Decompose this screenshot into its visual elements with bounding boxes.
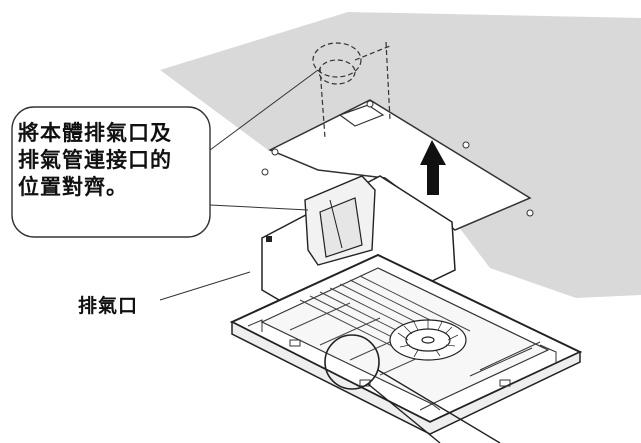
callout-line-3: 位置對齊。: [18, 175, 128, 199]
exhaust-port-opening: [319, 197, 363, 258]
grille-frame-lip: [231, 320, 581, 435]
callout-line-2: 排氣管連接口的: [18, 148, 172, 172]
detail-magnifier-circle: [324, 334, 380, 390]
duct-outline: [312, 41, 391, 139]
ceiling-opening: [268, 99, 532, 231]
screw-holes: [261, 100, 534, 217]
callout-text: 將本體排氣口及 排氣管連接口的 位置對齊。: [18, 120, 208, 201]
blower-fan: [389, 319, 467, 361]
callout-box: [11, 106, 211, 238]
callout-leaders: [159, 69, 319, 301]
callout-line-1: 將本體排氣口及: [18, 121, 172, 145]
exhaust-port-label: 排氣口: [78, 295, 139, 317]
blower-blades: [397, 320, 459, 358]
up-arrow-icon: [420, 140, 446, 195]
mounting-bracket: [266, 236, 272, 242]
detail-leaders: [367, 369, 501, 443]
mounting-plate: [338, 104, 385, 127]
